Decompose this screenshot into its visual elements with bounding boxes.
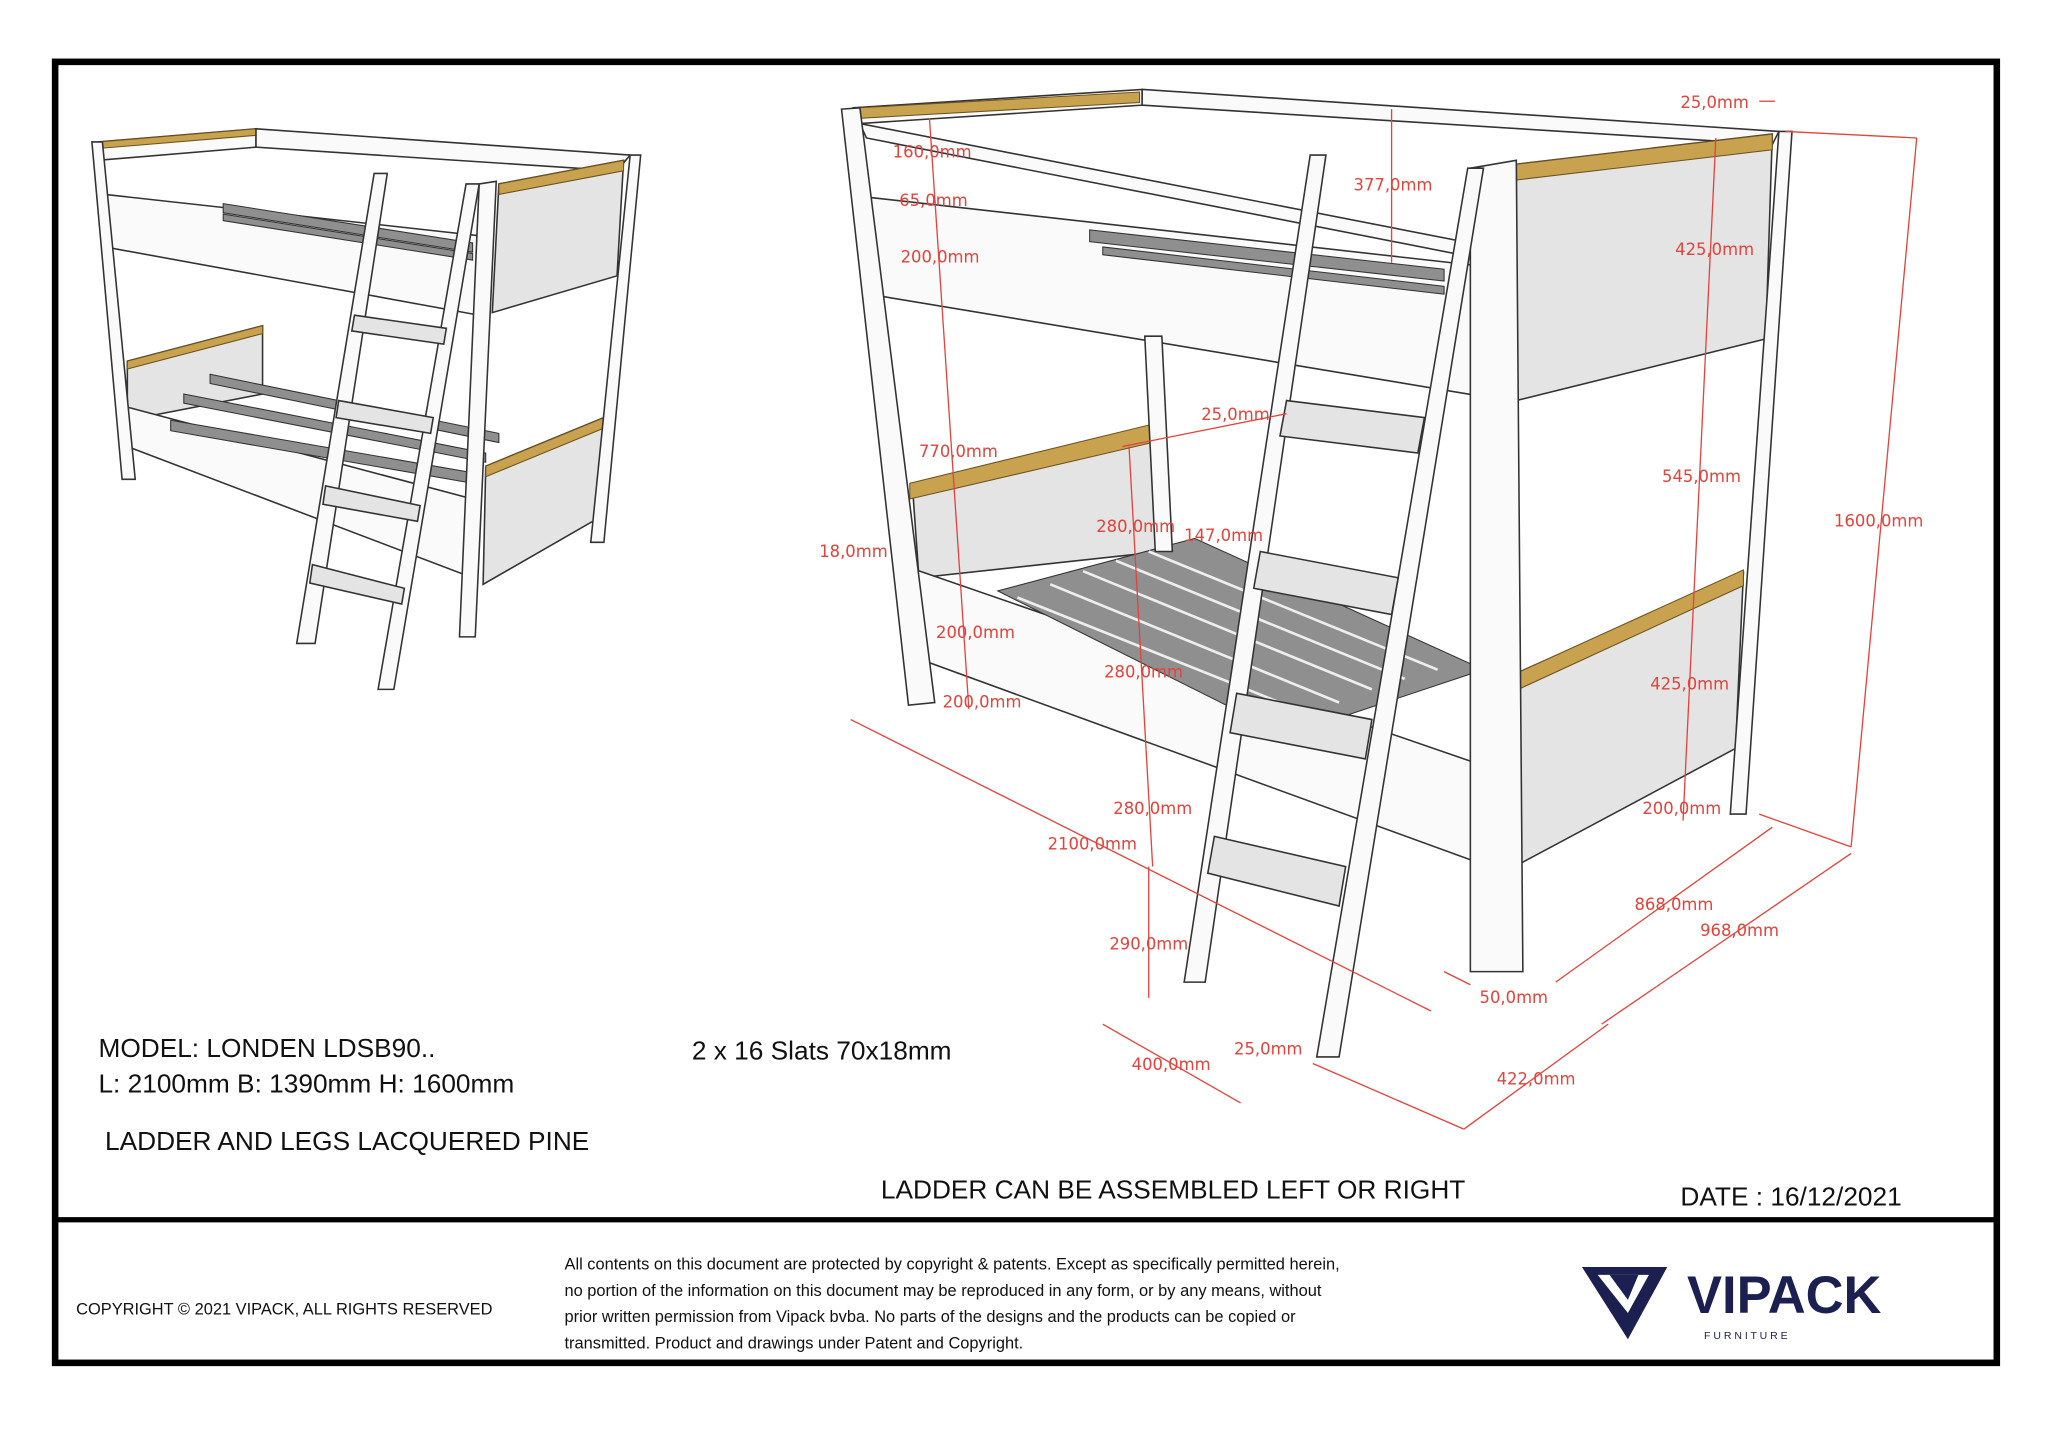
model-name: MODEL: LONDEN LDSB90..	[98, 1033, 435, 1063]
dim-label: 200,0mm	[901, 248, 980, 267]
dim-label: 425,0mm	[1650, 674, 1729, 693]
dim-label: 280,0mm	[1104, 663, 1183, 682]
dim-label: 200,0mm	[936, 623, 1015, 642]
dim-label: 50,0mm	[1480, 988, 1549, 1007]
dim-label: 18,0mm	[819, 542, 888, 561]
dim-label: 25,0mm	[1234, 1039, 1303, 1058]
vipack-logo: VIPACK F U R N I T U R E	[1581, 1266, 1882, 1342]
dim-label: 25,0mm	[1201, 405, 1270, 424]
dim-label: 770,0mm	[919, 442, 998, 461]
logo-tagline: F U R N I T U R E	[1704, 1330, 1788, 1342]
dim-label: 868,0mm	[1634, 895, 1713, 914]
dim-label: 280,0mm	[1096, 517, 1175, 536]
date: DATE : 16/12/2021	[1680, 1181, 1901, 1211]
material-note: LADDER AND LEGS LACQUERED PINE	[105, 1126, 589, 1156]
logo-name: VIPACK	[1687, 1266, 1882, 1325]
bed-overview-illustration	[91, 127, 642, 691]
dim-label: 290,0mm	[1109, 934, 1188, 953]
dim-label: 968,0mm	[1700, 921, 1779, 940]
dim-label: 200,0mm	[943, 693, 1022, 712]
legal-line: All contents on this document are protec…	[565, 1256, 1340, 1274]
dim-label: 1600,0mm	[1834, 512, 1923, 531]
dim-label: 400,0mm	[1132, 1055, 1211, 1074]
model-dimensions: L: 2100mm B: 1390mm H: 1600mm	[98, 1068, 514, 1098]
sheet-border	[51, 58, 2001, 1367]
dim-label: 377,0mm	[1354, 175, 1433, 194]
legal-line: no portion of the information on this do…	[565, 1282, 1322, 1300]
slats-note: 2 x 16 Slats 70x18mm	[692, 1036, 952, 1066]
dim-label: 25,0mm	[1680, 93, 1749, 112]
legal-line: prior written permission from Vipack bvb…	[565, 1308, 1297, 1326]
bed-dimension-illustration	[840, 88, 1918, 1130]
dim-label: 160,0mm	[893, 143, 972, 162]
dimension-labels: 160,0mm 65,0mm 200,0mm 770,0mm 18,0mm 20…	[819, 93, 1923, 1089]
dim-label: 425,0mm	[1675, 240, 1754, 259]
dim-label: 2100,0mm	[1048, 835, 1137, 854]
ladder-note: LADDER CAN BE ASSEMBLED LEFT OR RIGHT	[881, 1175, 1465, 1205]
dim-label: 545,0mm	[1662, 467, 1741, 486]
dim-label: 65,0mm	[899, 191, 968, 210]
copyright: COPYRIGHT © 2021 VIPACK, ALL RIGHTS RESE…	[76, 1300, 492, 1318]
legal-line: transmitted. Product and drawings under …	[565, 1334, 1024, 1352]
dim-label: 422,0mm	[1497, 1070, 1576, 1089]
dim-label: 147,0mm	[1184, 526, 1263, 545]
dim-label: 280,0mm	[1113, 799, 1192, 818]
dim-label: 200,0mm	[1642, 799, 1721, 818]
